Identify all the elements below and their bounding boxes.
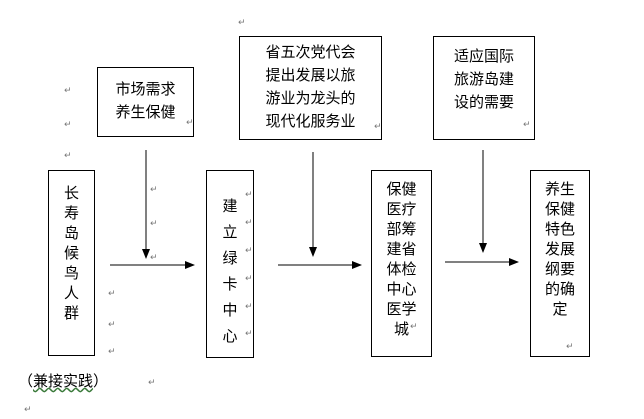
box-medical-city: 保健 医疗 部筹 建省 体检 中心 医学 城 <box>371 170 432 357</box>
return-mark: ↵ <box>374 122 382 132</box>
box-longevity-text: 长 寿 岛 候 鸟 人 群 <box>63 184 79 322</box>
return-mark: ↵ <box>410 322 418 332</box>
note-prefix: （ <box>18 372 34 390</box>
note-underlined: 兼接实践 <box>33 372 94 390</box>
return-mark: ↵ <box>245 218 253 228</box>
return-mark: ↵ <box>245 274 253 284</box>
return-mark: ↵ <box>64 120 72 130</box>
practice-note: （兼接实践） <box>18 371 108 391</box>
return-mark: ↵ <box>108 289 116 299</box>
box-congress-text: 省五次党代会 提出发展以旅 游业为龙头的 现代化服务业 <box>265 43 356 130</box>
return-mark: ↵ <box>523 120 531 130</box>
return-mark: ↵ <box>245 246 253 256</box>
return-mark: ↵ <box>64 86 72 96</box>
return-mark: ↵ <box>150 219 158 229</box>
return-mark: ↵ <box>24 405 32 415</box>
return-mark: ↵ <box>245 190 253 200</box>
return-mark: ↵ <box>245 302 253 312</box>
box-provincial-congress: 省五次党代会 提出发展以旅 游业为龙头的 现代化服务业 <box>239 36 382 140</box>
return-mark: ↵ <box>238 18 246 28</box>
return-mark: ↵ <box>64 151 72 161</box>
return-mark: ↵ <box>108 320 116 330</box>
return-mark: ↵ <box>150 253 158 263</box>
box-outline-text: 养生 保健 特色 发展 纲要 的确 定 <box>544 180 575 318</box>
box-green-card-text: 建 立 绿 卡 中 心 <box>222 197 238 345</box>
box-medical-city-text: 保健 医疗 部筹 建省 体检 中心 医学 城 <box>386 180 417 338</box>
box-tourism-text: 适应国际 旅游岛建 设的需要 <box>453 47 514 111</box>
note-suffix: ） <box>93 372 109 390</box>
box-longevity-island-migrants: 长 寿 岛 候 鸟 人 群 <box>48 170 95 356</box>
return-mark: ↵ <box>150 185 158 195</box>
box-development-outline: 养生 保健 特色 发展 纲要 的确 定 <box>530 170 590 357</box>
return-mark: ↵ <box>566 342 574 352</box>
box-green-card-center: 建 立 绿 卡 中 心 <box>206 170 254 358</box>
return-mark: ↵ <box>186 118 194 128</box>
return-mark: ↵ <box>148 378 156 388</box>
return-mark: ↵ <box>245 329 253 339</box>
box-international-tourism: 适应国际 旅游岛建 设的需要 <box>433 36 535 140</box>
box-market-text: 市场需求 养生保健 <box>115 80 176 121</box>
return-mark: ↵ <box>108 347 116 357</box>
box-market-demand: 市场需求 养生保健 <box>97 67 194 137</box>
